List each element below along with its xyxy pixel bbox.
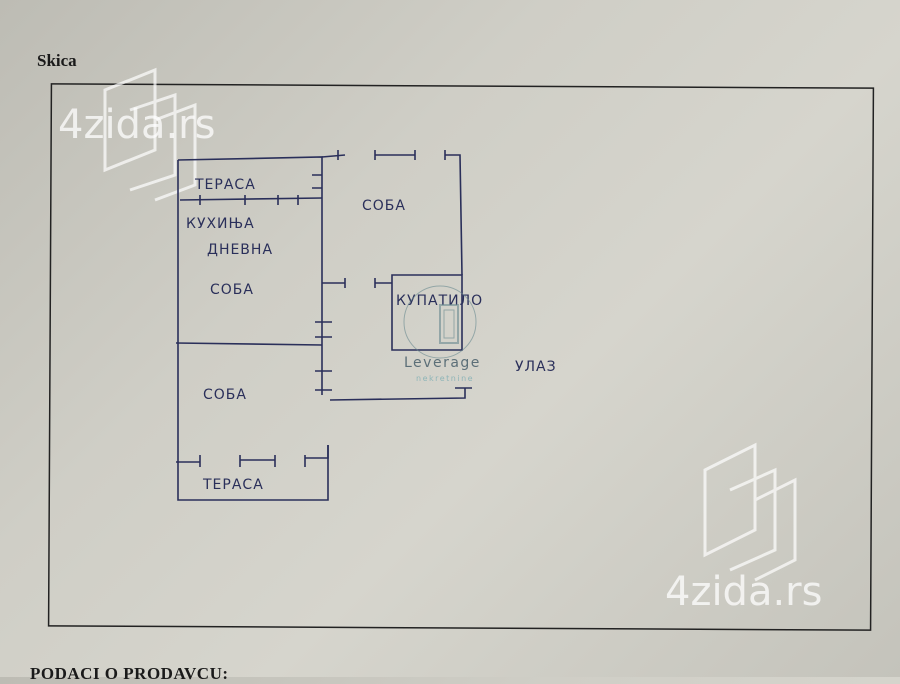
room-label-room-top: СОБА [362,198,406,214]
room-label-living: ДНЕВНА [207,242,273,258]
seller-info-heading: PODACI O PRODAVCU: [30,664,229,683]
watermark-agency: Leverage [404,355,481,371]
section-title: Skica [37,51,77,70]
entrance-label: УЛАЗ [515,359,557,375]
4zida-logo-icon [703,442,797,582]
room-label-kitchen: КУХИЊА [186,216,255,232]
4zida-logo-icon [103,67,197,202]
watermark-agency-sub: nekretnine [416,374,474,383]
room-label-bathroom: КУПАТИЛО [396,293,483,309]
room-label-terrace-top: ТЕРАСА [194,177,256,193]
walls [175,150,472,501]
room-label-room-bottom: СОБА [203,387,247,403]
watermark-site: 4zida.rs [665,569,822,615]
room-label-living-room: СОБА [210,282,254,298]
leverage-logo-icon [403,285,477,359]
sketch-frame [47,83,875,631]
watermark-site: 4zida.rs [58,102,215,148]
room-label-terrace-bottom: ТЕРАСА [202,477,264,493]
